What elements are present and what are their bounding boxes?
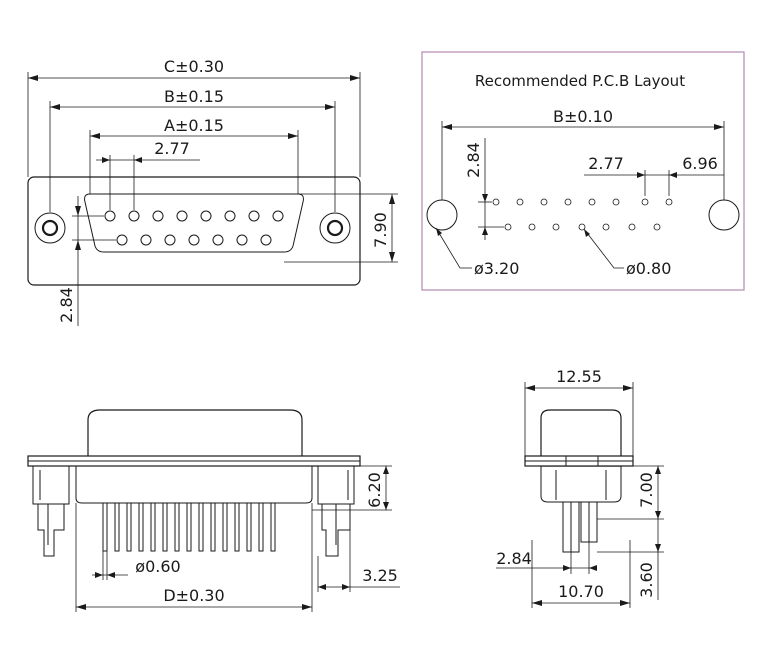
bottom-height-label: 6.20 xyxy=(365,472,384,508)
side-height-label: 7.00 xyxy=(637,472,656,508)
pcb-bottom-row-holes xyxy=(504,223,661,231)
pcb-dim-b-label: B±0.10 xyxy=(553,107,613,126)
pitch-label: 2.77 xyxy=(154,139,190,158)
bottom-view: 6.20 ø0.60 D±0.30 3.25 xyxy=(27,409,400,612)
pcb-pin-hole-label: ø0.80 xyxy=(626,259,671,278)
dim-c-label: C±0.30 xyxy=(164,57,224,76)
pcb-layout: Recommended P.C.B Layout B±0.10 2.84 xyxy=(421,51,745,291)
pin-diameter-label: ø0.60 xyxy=(135,557,180,576)
bottom-tail-label: 3.25 xyxy=(362,566,398,585)
height-label: 7.90 xyxy=(371,212,390,248)
pcb-title: Recommended P.C.B Layout xyxy=(475,72,685,90)
front-view: C±0.30 B±0.15 A±0.15 2.77 7.90 2.84 xyxy=(27,57,398,326)
pcb-pitch-label: 2.77 xyxy=(588,154,624,173)
dim-a-label: A±0.15 xyxy=(164,116,224,135)
side-base-label: 10.70 xyxy=(558,582,604,601)
pcb-mount-hole-label: ø3.20 xyxy=(474,259,519,278)
pcb-edge-label: 6.96 xyxy=(682,154,718,173)
side-view: 12.55 7.00 3.60 2.84 10.70 xyxy=(496,367,664,608)
side-row-offset-label: 2.84 xyxy=(496,549,532,568)
side-width-label: 12.55 xyxy=(556,367,602,386)
dim-d-label: D±0.30 xyxy=(163,586,224,605)
row-offset-label: 2.84 xyxy=(57,287,76,323)
pin-tails xyxy=(102,502,276,552)
side-tail-label: 3.60 xyxy=(637,562,656,598)
bottom-row-pins xyxy=(116,234,272,246)
pcb-row-spacing-label: 2.84 xyxy=(464,142,483,178)
top-row-pins xyxy=(104,210,284,222)
pcb-top-row-holes xyxy=(492,198,673,206)
dim-b-label: B±0.15 xyxy=(164,87,224,106)
